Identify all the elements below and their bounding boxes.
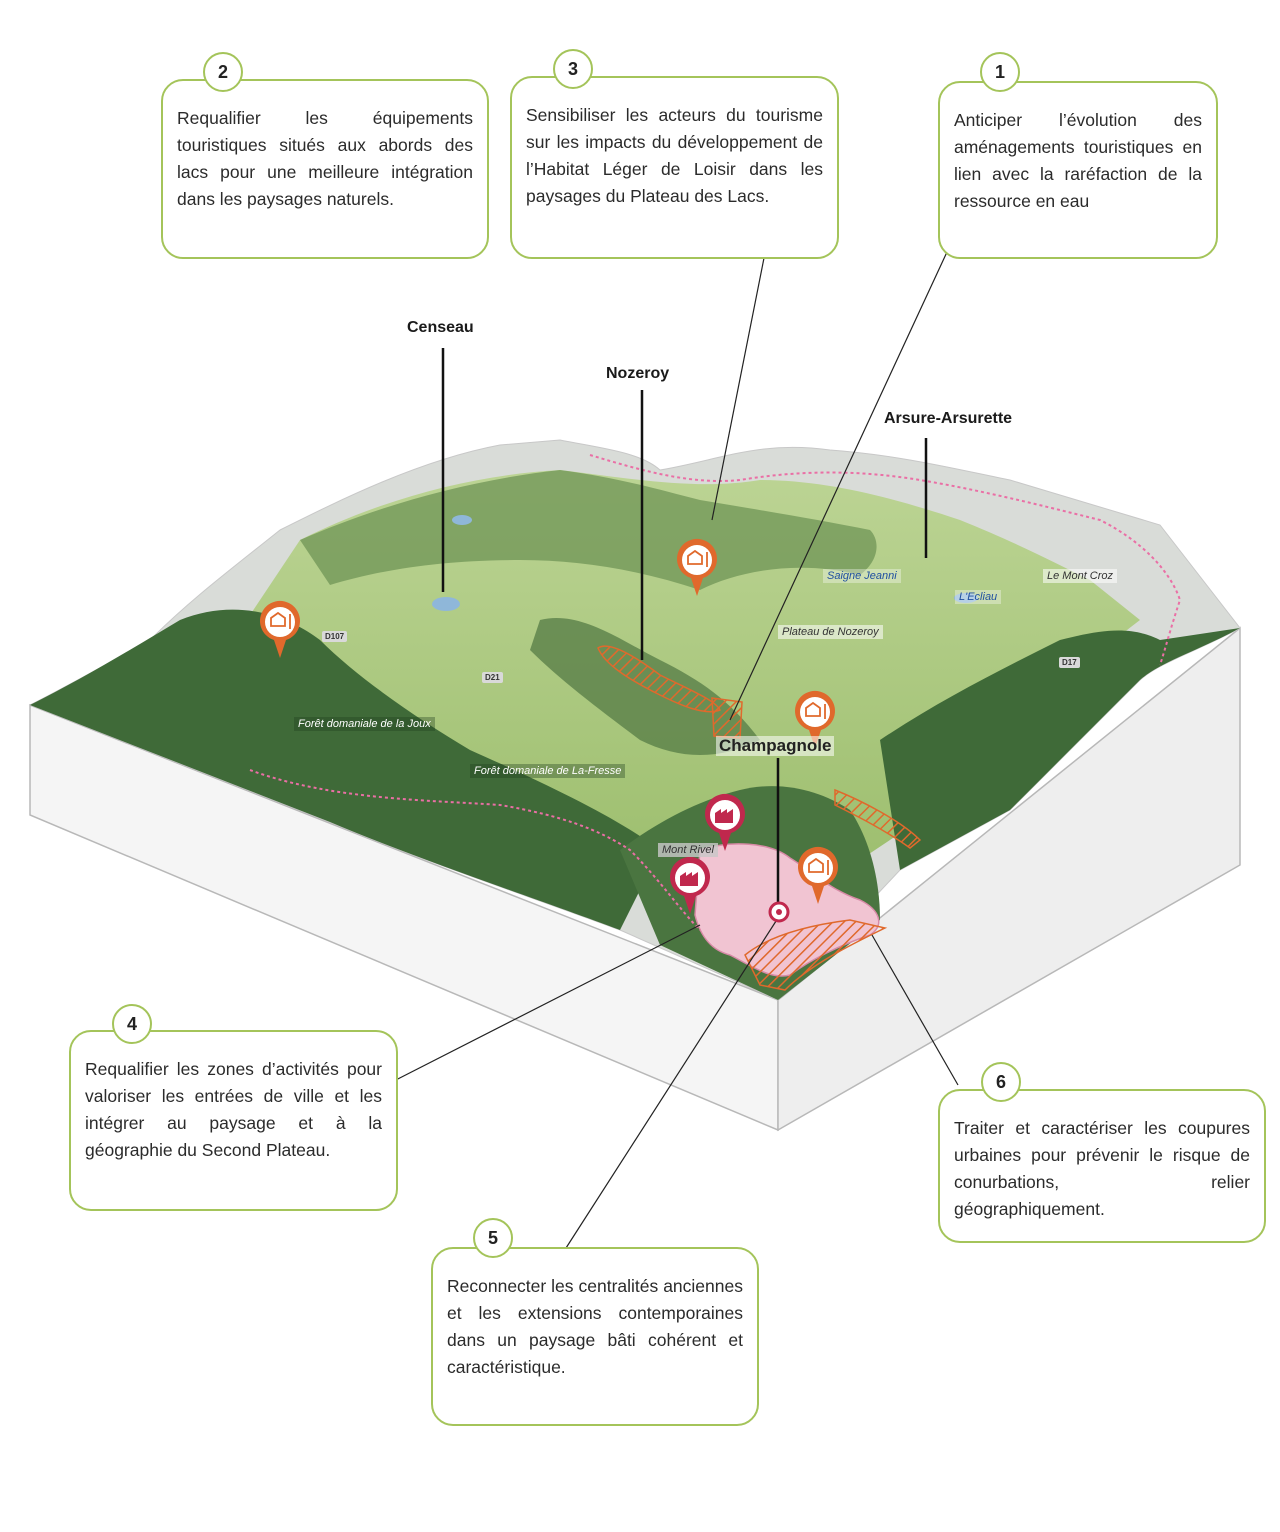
callout-4: Requalifier les zones d’activités pour v… <box>69 1030 398 1211</box>
place-label-mont-rivel: Mont Rivel <box>658 843 718 857</box>
callout-2: Requalifier les équipements touristiques… <box>161 79 489 259</box>
hatch-zone-east <box>834 788 922 849</box>
road-label-d17: D17 <box>1059 657 1080 668</box>
lake-censeau <box>432 597 460 611</box>
callout-3-number-badge: 3 <box>553 49 593 89</box>
tourism-lodging-icon <box>677 538 717 596</box>
callout-5-text: Reconnecter les centralités anciennes et… <box>447 1276 743 1377</box>
town-label-arsure-arsurette: Arsure-Arsurette <box>884 410 1013 427</box>
callout-4-text: Requalifier les zones d’activités pour v… <box>85 1059 382 1160</box>
tourism-lodging-icon <box>798 846 838 904</box>
tourism-lodging-icon <box>260 600 300 658</box>
industry-zone-icon <box>705 793 745 851</box>
road-label-d21: D21 <box>482 672 503 683</box>
leader-line-callout-1 <box>729 251 948 721</box>
place-label-foret-la-fresse: Forêt domaniale de La-Fresse <box>470 764 626 778</box>
callout-6-text: Traiter et caractériser les coupures urb… <box>954 1118 1250 1219</box>
terrain-forest-west <box>30 609 660 930</box>
boundary-north <box>589 454 1182 666</box>
block-right-side <box>777 626 1241 1132</box>
industry-zone-icon <box>670 856 710 914</box>
place-label-saigne-jeanni: Saigne Jeanni <box>823 569 901 583</box>
callout-3: Sensibiliser les acteurs du tourisme sur… <box>510 76 839 259</box>
callout-2-text: Requalifier les équipements touristiques… <box>177 108 473 209</box>
lake-ecliau <box>954 593 978 603</box>
road-label-d107: D107 <box>322 631 348 642</box>
callout-1-text: Anticiper l’évolution des aménagements t… <box>954 110 1202 211</box>
place-label-mont-croz: Le Mont Croz <box>1043 569 1118 583</box>
callout-3-text: Sensibiliser les acteurs du tourisme sur… <box>526 105 823 206</box>
callout-6: Traiter et caractériser les coupures urb… <box>938 1089 1266 1243</box>
callout-5: Reconnecter les centralités anciennes et… <box>431 1247 759 1426</box>
callout-6-number-badge: 6 <box>981 1062 1021 1102</box>
town-label-nozeroy: Nozeroy <box>606 365 670 382</box>
town-label-champagnole: Champagnole <box>716 736 835 756</box>
place-label-lecliau: L'Ecliau <box>955 590 1002 604</box>
leader-line-callout-3 <box>711 257 765 521</box>
callout-1: Anticiper l’évolution des aménagements t… <box>938 81 1218 259</box>
terrain-forest-east <box>880 628 1240 870</box>
callout-5-number-badge: 5 <box>473 1218 513 1258</box>
leader-line-callout-5 <box>565 917 779 1249</box>
callout-1-number-badge: 1 <box>980 52 1020 92</box>
place-label-foret-joux: Forêt domaniale de la Joux <box>294 717 435 731</box>
town-label-censeau: Censeau <box>407 319 474 336</box>
place-label-plateau-nozeroy: Plateau de Nozeroy <box>778 625 883 639</box>
leader-line-callout-4 <box>385 924 701 1086</box>
boundary-south <box>249 769 701 931</box>
hatch-zone-south <box>744 919 888 991</box>
leader-line-callout-6 <box>871 934 959 1086</box>
town-centre-target-icon <box>768 901 790 923</box>
tourism-lodging-icon <box>795 690 835 748</box>
lake-north <box>452 515 472 525</box>
callout-4-number-badge: 4 <box>112 1004 152 1044</box>
callout-2-number-badge: 2 <box>203 52 243 92</box>
